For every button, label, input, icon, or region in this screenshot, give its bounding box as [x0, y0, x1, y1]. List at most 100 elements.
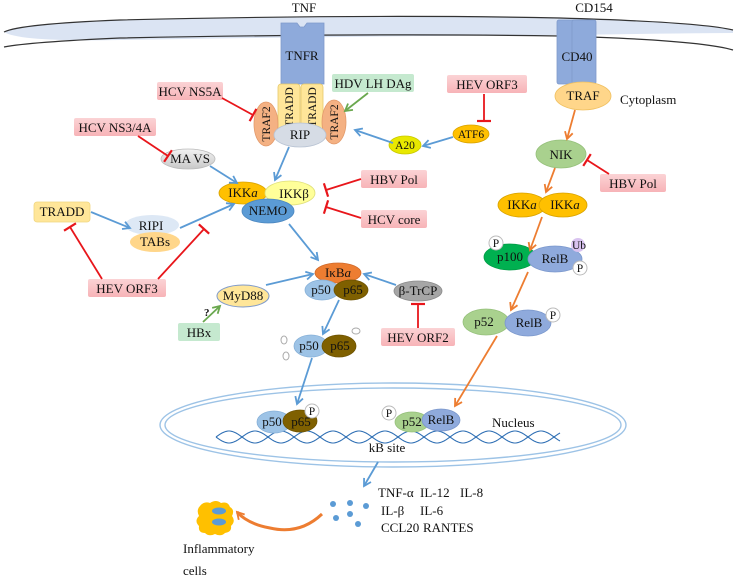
- virus-box-hcv-ns34a: HCV NS3/4A: [74, 118, 156, 136]
- tradd-label: TRADD: [284, 87, 296, 127]
- myd88-node: MyD88: [216, 284, 270, 308]
- kb-site-label: kB site: [369, 440, 406, 455]
- svg-text:p52: p52: [402, 414, 422, 429]
- ikkb-label: IKKβ: [279, 186, 309, 201]
- traf-node: TRAF: [554, 81, 612, 111]
- arrow-cytokines-to-cells: [235, 510, 324, 532]
- arrow-mavs-to-ikk: [209, 165, 239, 184]
- ikka-label: IKKa: [550, 197, 580, 212]
- arrow-complex-to-free: [321, 299, 340, 336]
- svg-text:RIPI: RIPI: [139, 218, 164, 233]
- arrow-ikka-to-p100: [527, 216, 543, 252]
- arrow-tradd-to-ripi: [90, 211, 132, 230]
- cd40-label: CD40: [561, 49, 592, 64]
- cytoplasm-label: Cytoplasm: [620, 92, 676, 107]
- arrow-ripi-to-ikk: [179, 202, 236, 229]
- inflammatory-cell-icon: [196, 501, 234, 536]
- p100-relb-complex: p100 RelB P Ub P: [483, 235, 588, 276]
- svg-text:P: P: [493, 238, 499, 250]
- svg-text:HBV Pol: HBV Pol: [609, 176, 657, 191]
- svg-text:HCV NS3/4A: HCV NS3/4A: [78, 120, 152, 135]
- inhibition-lines: [63, 94, 610, 328]
- inhibit-orf3-ripi: [157, 223, 210, 280]
- svg-text:RelB: RelB: [542, 251, 569, 266]
- ikka-label: IKKa: [507, 197, 537, 212]
- svg-text:MyD88: MyD88: [223, 288, 263, 303]
- tradd-complex: TRADD TRADD: [277, 83, 324, 131]
- inhibit-ns5a-traf2: [221, 97, 258, 122]
- svg-text:TABs: TABs: [140, 234, 170, 249]
- svg-text:P: P: [386, 408, 392, 420]
- svg-text:RIP: RIP: [290, 127, 310, 142]
- svg-text:HDV LH DAg: HDV LH DAg: [334, 76, 412, 91]
- dna-helix: [215, 430, 561, 444]
- svg-text:MA VS: MA VS: [170, 151, 210, 166]
- ikba-complex: IκBa p50 p65: [304, 262, 369, 301]
- noncanonical-arrows: [454, 109, 576, 408]
- rip-node: RIP: [273, 122, 327, 148]
- svg-text:IL-6: IL-6: [420, 503, 444, 518]
- nuclear-p52-relb: p52 RelB P: [381, 405, 461, 433]
- svg-text:β-TrCP: β-TrCP: [399, 283, 438, 298]
- tnfr-receptor: TNFR: [280, 22, 325, 85]
- svg-text:p50: p50: [299, 338, 319, 353]
- svg-text:NIK: NIK: [549, 147, 573, 162]
- ikba-label: IκBa: [325, 265, 352, 280]
- svg-text:HCV core: HCV core: [368, 212, 421, 227]
- cells-label-line2: cells: [183, 563, 207, 578]
- svg-text:HEV ORF3: HEV ORF3: [96, 281, 158, 296]
- nucleus-label: Nucleus: [492, 415, 535, 430]
- svg-text:HEV ORF3: HEV ORF3: [456, 77, 518, 92]
- svg-text:TRAF2: TRAF2: [329, 104, 341, 139]
- nemo-label: NEMO: [249, 203, 287, 218]
- unknown-marker: ?: [204, 307, 210, 319]
- tradd-left-node: TRADD: [33, 201, 91, 223]
- arrow-myd88-to-ikba: [265, 270, 315, 286]
- svg-text:HBx: HBx: [187, 325, 212, 340]
- virus-box-hcv-core: HCV core: [361, 210, 427, 228]
- svg-text:IL-8: IL-8: [460, 485, 483, 500]
- virus-box-hcv-ns5a: HCV NS5A: [157, 82, 223, 100]
- arrow-p100-to-p52: [509, 271, 529, 312]
- cell-membrane: [3, 15, 734, 51]
- p52-relb-complex: p52 RelB P: [462, 307, 561, 337]
- svg-text:HEV ORF2: HEV ORF2: [387, 330, 449, 345]
- svg-text:P: P: [309, 406, 315, 418]
- svg-text:p52: p52: [474, 314, 494, 329]
- tnf-label: TNF: [292, 0, 317, 15]
- svg-text:p65: p65: [343, 282, 363, 297]
- ripi-tabs-complex: RIPI TABs: [125, 215, 180, 252]
- svg-text:IL-β: IL-β: [381, 503, 405, 518]
- arrow-traf-to-nik: [564, 109, 576, 141]
- svg-text:HBV Pol: HBV Pol: [370, 172, 418, 187]
- arrow-kb-to-cytokines: [363, 461, 379, 488]
- svg-text:TNF-α: TNF-α: [378, 485, 414, 500]
- svg-text:TRAF2: TRAF2: [261, 106, 273, 141]
- svg-text:p65: p65: [291, 414, 311, 429]
- svg-text:P: P: [577, 263, 583, 275]
- svg-text:HCV NS5A: HCV NS5A: [159, 84, 223, 99]
- arrow-p52-to-nucleus: [454, 335, 498, 408]
- svg-text:p50: p50: [262, 414, 282, 429]
- svg-text:TRAF: TRAF: [566, 88, 599, 103]
- tradd-label: TRADD: [307, 87, 319, 127]
- arrow-a20-to-traf2: [353, 127, 394, 144]
- cytokine-list: TNF-α IL-12 IL-8 IL-β IL-6 CCL20 RANTES: [378, 485, 483, 535]
- atf6-node: ATF6: [452, 124, 490, 144]
- tnfr-label: TNFR: [285, 48, 319, 63]
- svg-text:CCL20: CCL20: [381, 520, 419, 535]
- virus-box-hev-orf2: HEV ORF2: [381, 328, 455, 346]
- svg-text:RelB: RelB: [516, 315, 543, 330]
- svg-text:Ub: Ub: [572, 240, 586, 252]
- svg-text:TRADD: TRADD: [40, 204, 85, 219]
- cells-label-line1: Inflammatory: [183, 541, 255, 556]
- traf2-right: TRAF2: [321, 99, 347, 145]
- svg-text:p65: p65: [330, 338, 350, 353]
- svg-text:P: P: [550, 310, 556, 322]
- virus-box-hbv-pol-left: HBV Pol: [361, 170, 427, 188]
- ikka-label: IKKa: [228, 185, 258, 200]
- cd154-label: CD154: [575, 0, 613, 15]
- arrow-nemo-to-ikba: [288, 223, 320, 262]
- virus-box-hbv-pol-right: HBV Pol: [600, 174, 666, 192]
